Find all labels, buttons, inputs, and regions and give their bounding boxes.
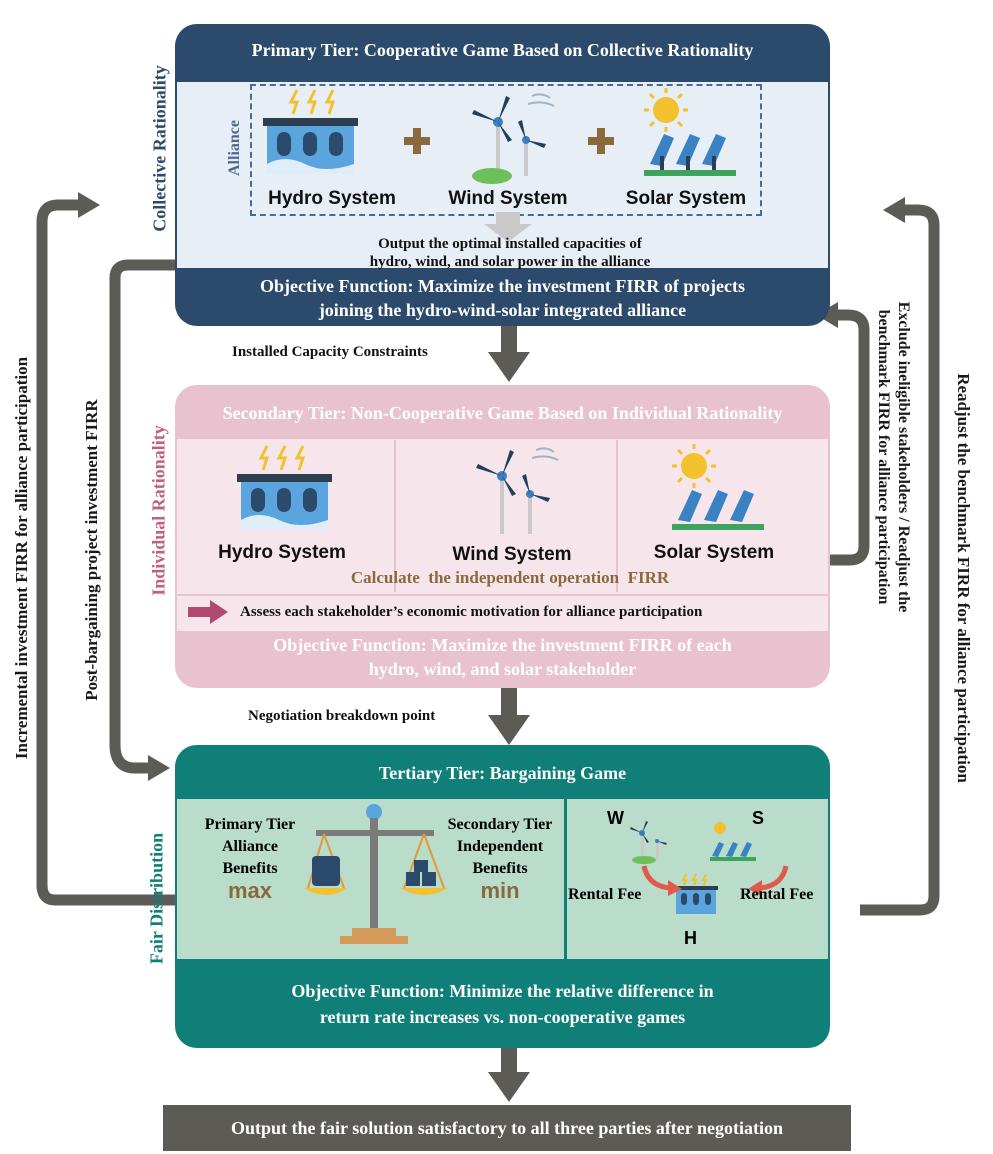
wind-turbine-icon: [630, 821, 667, 864]
right-caption-line2: Independent: [456, 838, 544, 855]
secondary-solar-label: Solar System: [653, 542, 775, 563]
individual-rationality-label: Individual Rationality: [148, 425, 169, 596]
loop-left-outer: [36, 199, 175, 906]
right-caption-line3: Benefits: [472, 860, 528, 877]
side-label-right-outer: Readjust the benchmark FIRR for alliance…: [954, 373, 973, 783]
tertiary-objective-line1: Objective Function: Minimize the relativ…: [291, 981, 714, 1001]
solar-panel-icon: [672, 444, 764, 530]
rental-arrows: [641, 865, 789, 896]
secondary-tier-header: Secondary Tier: Non-Cooperative Game Bas…: [222, 403, 783, 423]
wind-turbine-icon: [472, 93, 555, 184]
primary-output-line2: hydro, wind, and solar power in the alli…: [369, 254, 651, 270]
hydro-icon: [263, 89, 358, 174]
side-label-right-inner-2: benchmark FIRR for alliance participatio…: [875, 309, 892, 605]
arrow-right-icon: [188, 600, 228, 624]
loop-left-inner-arrowhead: [148, 755, 170, 781]
secondary-objective-line2: hydro, wind, and solar stakeholder: [368, 659, 637, 679]
output-light-arrow: [484, 212, 532, 242]
primary-objective-line2: joining the hydro-wind-solar integrated …: [318, 300, 687, 320]
down-arrow-3-shaft: [501, 1048, 517, 1076]
secondary-tier-box: Secondary Tier: Non-Cooperative Game Bas…: [175, 385, 830, 688]
left-caption-line2: Alliance: [222, 838, 278, 855]
primary-solar-label: Solar System: [625, 188, 747, 209]
secondary-objective-line1: Objective Function: Maximize the investm…: [273, 635, 732, 655]
fair-distribution-label: Fair Distribution: [146, 832, 167, 965]
tertiary-divider: [564, 799, 567, 959]
calculate-firr-label: Calculate the independent operation FIRR: [350, 568, 670, 587]
secondary-wind-label: Wind System: [452, 544, 572, 565]
secondary-hydro-label: Hydro System: [218, 542, 346, 563]
assess-motivation-label: Assess each stakeholder’s economic motiv…: [240, 604, 703, 620]
primary-output-line1: Output the optimal installed capacities …: [378, 236, 642, 252]
hydro-icon: [674, 873, 718, 914]
final-output-text: Output the fair solution satisfactory to…: [231, 1118, 783, 1138]
loop-right-outer-arrowhead: [883, 197, 905, 223]
plus-icon-1: [404, 128, 430, 154]
balance-scale-icon: [304, 804, 448, 944]
down-arrow-1-shaft: [501, 325, 517, 355]
left-value-max: max: [227, 878, 273, 903]
loop-left-inner: [109, 259, 178, 774]
tertiary-tier-header: Tertiary Tier: Bargaining Game: [378, 763, 627, 783]
h-label: H: [684, 928, 697, 948]
down-arrow-3-head: [488, 1072, 530, 1102]
loop-left-outer-arrowhead: [78, 192, 100, 218]
plus-icon-2: [588, 128, 614, 154]
w-label: W: [607, 808, 624, 828]
right-caption-line1: Secondary Tier: [447, 816, 553, 833]
side-label-left-outer: Incremental investment FIRR for alliance…: [12, 356, 31, 760]
solar-panel-icon: [644, 88, 736, 176]
solar-panel-icon: [710, 822, 756, 861]
side-label-left-inner: Post-bargaining project investment FIRR: [82, 399, 101, 701]
tertiary-objective-line2: return rate increases vs. non-cooperativ…: [319, 1007, 686, 1027]
collective-rationality-label: Collective Rationality: [149, 65, 170, 232]
down-arrow-2-head: [488, 715, 530, 745]
rental-fee-left: Rental Fee: [568, 886, 642, 903]
secondary-divider-2: [616, 440, 618, 592]
rental-fee-right: Rental Fee: [740, 886, 814, 903]
secondary-divider-h: [177, 594, 828, 596]
loop-right-outer: [860, 204, 940, 916]
alliance-label: Alliance: [226, 120, 243, 176]
right-value-min: min: [480, 878, 520, 903]
primary-wind-label: Wind System: [448, 188, 568, 209]
left-caption-line1: Primary Tier: [204, 816, 296, 833]
side-label-right-inner-1: Exclude ineligible stakeholders / Readju…: [895, 301, 912, 613]
negotiation-breakdown-label: Negotiation breakdown point: [248, 708, 436, 724]
secondary-tier-content: [177, 439, 828, 631]
down-arrow-2-shaft: [501, 688, 517, 718]
final-output-box: [163, 1105, 851, 1151]
wind-turbine-icon: [476, 447, 559, 534]
primary-objective-line1: Objective Function: Maximize the investm…: [259, 276, 746, 296]
loop-right-inner: [830, 309, 870, 566]
secondary-divider-1: [394, 440, 396, 592]
left-caption-line3: Benefits: [222, 860, 278, 877]
installed-capacity-label: Installed Capacity Constraints: [232, 344, 428, 360]
down-arrow-1-head: [488, 352, 530, 382]
s-label: S: [752, 808, 765, 828]
primary-hydro-label: Hydro System: [268, 188, 396, 209]
primary-tier-header: Primary Tier: Cooperative Game Based on …: [251, 40, 754, 60]
hydro-icon: [237, 445, 332, 530]
